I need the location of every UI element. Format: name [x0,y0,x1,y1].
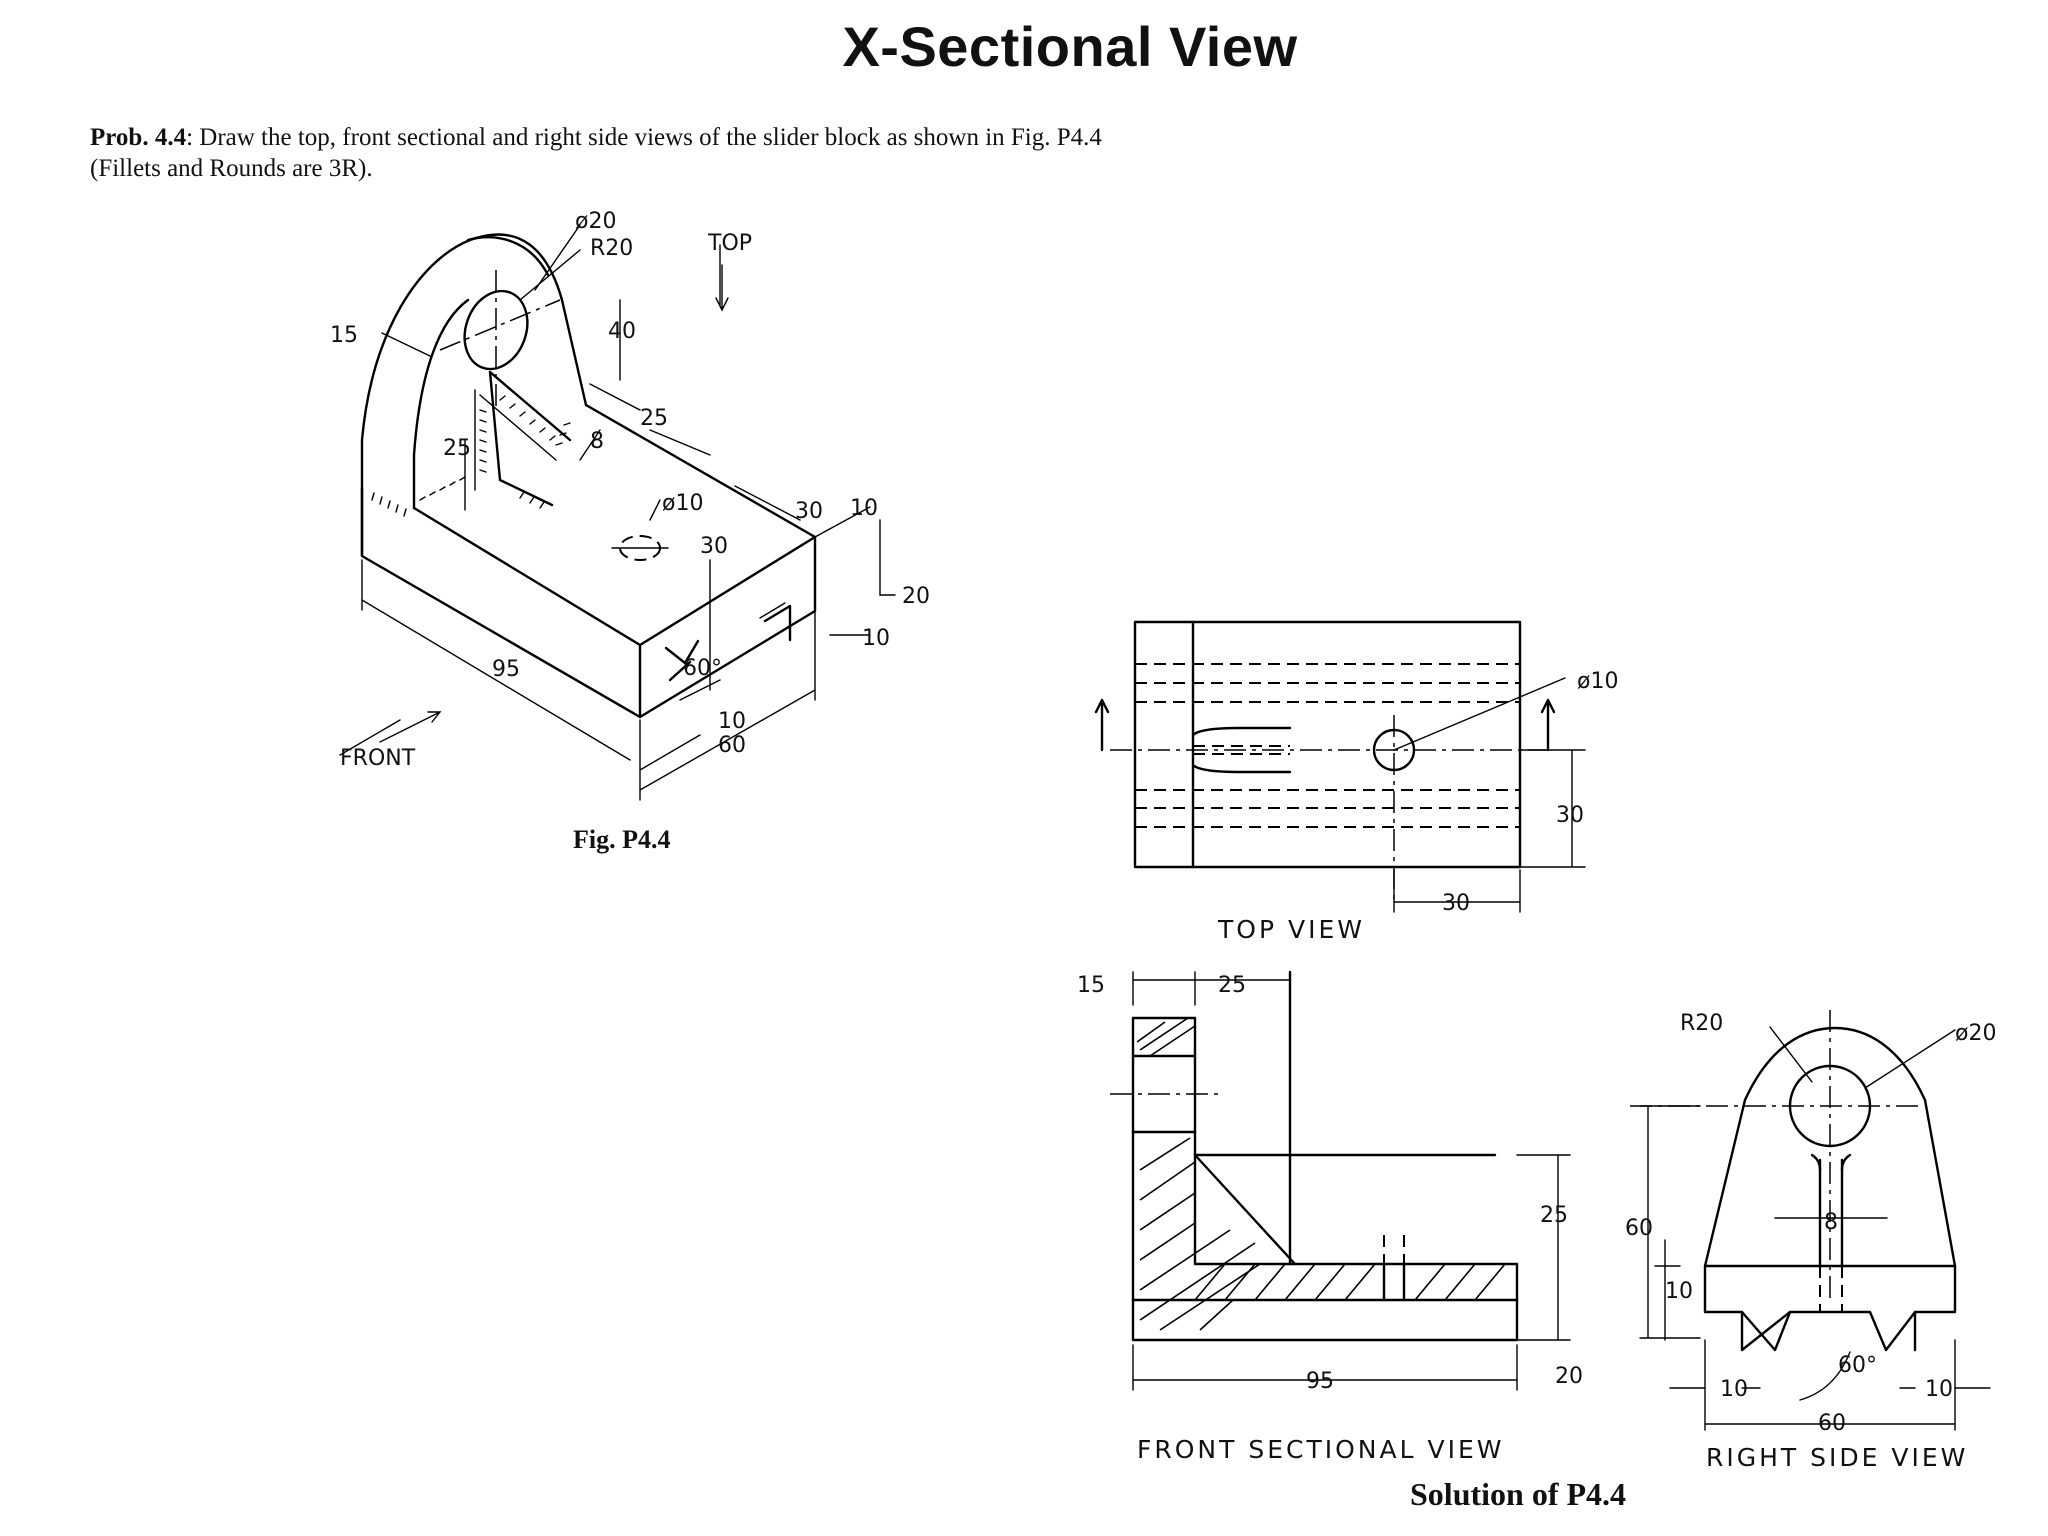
dim-iso-30b: 30 [795,499,823,524]
section-arrow-left-icon [1094,698,1110,752]
isometric-view: ø20 R20 15 40 25 25 8 ø10 30 30 10 20 10… [330,209,930,854]
dim-top-30v: 30 [1556,803,1584,828]
dim-iso-hole: ø10 [662,491,703,516]
dim-side-r20: R20 [1680,1011,1723,1036]
front-sectional-view: 15 25 25 20 95 FRONT SECTIONAL VIEW [1077,970,1583,1464]
dim-top-30h: 30 [1442,891,1470,916]
dim-iso-25b: 25 [443,436,471,461]
right-side-view: R20 ø20 8 60 10 60° 10 10 60 RIGHT SIDE … [1625,1010,1996,1472]
dim-iso-95: 95 [492,657,520,682]
dim-side-10r: 10 [1925,1377,1953,1402]
dim-front-25: 25 [1540,1203,1568,1228]
front-arrow-icon [379,711,442,743]
dim-side-60deg: 60° [1838,1353,1877,1378]
top-view: ø10 30 30 TOP VIEW [1094,620,1618,944]
dim-iso-d20: ø20 [575,209,616,234]
dim-iso-15: 15 [330,323,358,348]
dim-side-60v: 60 [1625,1216,1653,1241]
dim-front-95: 95 [1306,1369,1334,1394]
dim-front-20: 20 [1555,1364,1583,1389]
dim-iso-10a: 10 [850,496,878,521]
dim-iso-10c: 10 [718,709,746,734]
dim-iso-30a: 30 [700,534,728,559]
top-arrow-icon [715,264,729,312]
dim-side-60h: 60 [1818,1411,1846,1436]
dim-front-25top: 25 [1218,973,1246,998]
dim-iso-60deg: 60° [683,656,722,681]
figure-caption: Fig. P4.4 [573,825,671,854]
dim-top-hole: ø10 [1577,669,1618,694]
problem-statement: Prob. 4.4: Draw the top, front sectional… [90,122,1170,184]
front-view-caption: FRONT SECTIONAL VIEW [1137,1435,1504,1464]
side-view-caption: RIGHT SIDE VIEW [1706,1443,1968,1472]
dim-iso-r20: R20 [590,236,633,261]
dim-iso-60: 60 [718,733,746,758]
dim-iso-25a: 25 [640,406,668,431]
top-arrow-label: TOP [707,231,752,256]
dim-iso-8: 8 [590,429,604,454]
dim-iso-20: 20 [902,584,930,609]
dim-side-10l: 10 [1720,1377,1748,1402]
problem-label: Prob. 4.4 [90,124,187,151]
dim-iso-10b: 10 [862,626,890,651]
problem-body: : Draw the top, front sectional and righ… [90,124,1102,182]
page-title: X-Sectional View [842,15,1298,78]
dim-front-15: 15 [1077,973,1105,998]
dim-side-10v: 10 [1665,1279,1693,1304]
front-arrow-label: FRONT [340,746,416,771]
solution-label: Solution of P4.4 [1410,1476,1626,1512]
top-view-caption: TOP VIEW [1217,915,1365,944]
section-arrow-right-icon [1540,698,1556,752]
dim-side-8: 8 [1824,1210,1838,1235]
dim-iso-40: 40 [608,319,636,344]
dim-side-d20: ø20 [1955,1021,1996,1046]
